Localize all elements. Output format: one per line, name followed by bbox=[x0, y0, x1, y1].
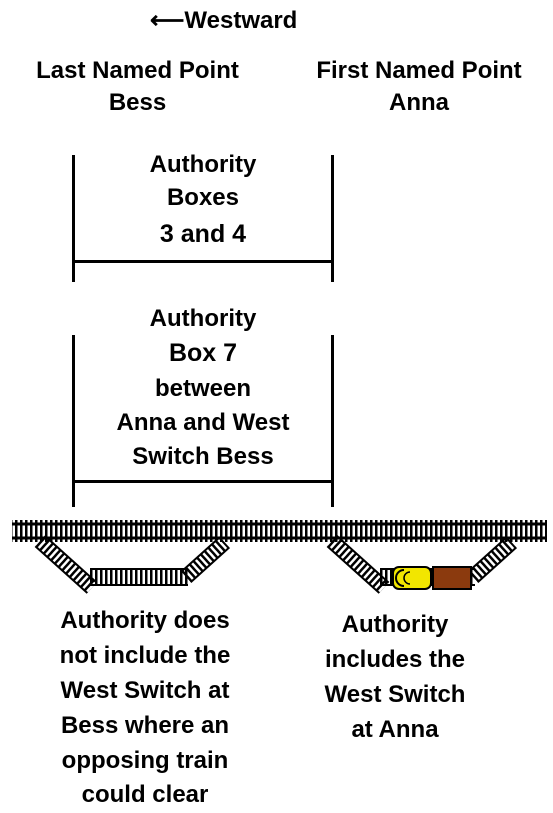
locomotive-icon bbox=[392, 566, 432, 590]
caption-left-line: Bess where an bbox=[60, 712, 230, 739]
west-arrow-icon: ⟵ bbox=[150, 7, 185, 34]
box34-line1: Authority bbox=[149, 151, 257, 178]
box7-line2: Box 7 bbox=[168, 339, 238, 367]
caption-right-line: West Switch bbox=[324, 681, 466, 708]
box34-line2: Boxes bbox=[166, 184, 240, 211]
freight-car-icon bbox=[432, 566, 472, 590]
bess-siding-track bbox=[34, 535, 230, 594]
box7-left-line bbox=[72, 335, 75, 507]
box34-bottom-line bbox=[72, 260, 334, 263]
box7-right-line bbox=[331, 335, 334, 507]
box7-bottom-line bbox=[72, 480, 334, 483]
caption-right-line: includes the bbox=[324, 646, 466, 673]
box7-line4: Anna and West bbox=[116, 409, 290, 436]
left-point-name: Bess bbox=[108, 89, 167, 116]
main-track bbox=[12, 520, 547, 542]
box7-line5: Switch Bess bbox=[132, 443, 274, 470]
box34-line3: 3 and 4 bbox=[159, 220, 247, 248]
left-point-heading: Last Named Point bbox=[36, 57, 239, 84]
box7-line3: between bbox=[154, 375, 252, 402]
caption-left-line: not include the bbox=[59, 642, 231, 669]
caption-left-line: West Switch at bbox=[60, 677, 230, 704]
caption-left-line: could clear bbox=[81, 781, 209, 808]
caption-left-line: Authority does bbox=[60, 607, 230, 634]
train-icon bbox=[392, 566, 472, 590]
box7-line1: Authority bbox=[149, 305, 257, 332]
box34-right-line bbox=[331, 155, 334, 282]
caption-right-line: Authority bbox=[341, 611, 449, 638]
caption-right-line: at Anna bbox=[351, 716, 439, 743]
box34-left-line bbox=[72, 155, 75, 282]
right-point-name: Anna bbox=[389, 89, 449, 116]
right-point-heading: First Named Point bbox=[316, 57, 522, 84]
caption-left-line: opposing train bbox=[61, 747, 229, 774]
direction-label: ⟵Westward bbox=[150, 7, 298, 34]
